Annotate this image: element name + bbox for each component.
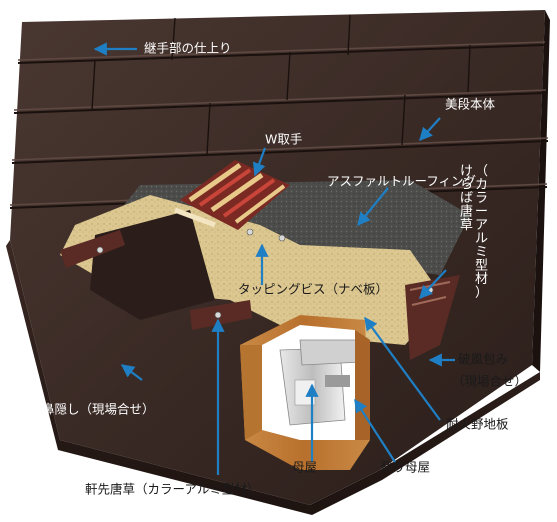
label-verge-wrap-2: （現場合せ） bbox=[452, 374, 527, 389]
label-joint-finish: 継手部の仕上り bbox=[144, 41, 232, 56]
label-nose-cover: 鼻隠し（現場合せ） bbox=[42, 402, 155, 417]
arrow-fire-board bbox=[364, 316, 441, 421]
label-underlay: アスファルトルーフィング bbox=[327, 174, 476, 189]
joint-seams bbox=[91, 14, 471, 156]
verge-edge bbox=[532, 10, 550, 372]
label-climbing-purlin: 登り母屋 bbox=[380, 460, 430, 475]
eave-trim-left bbox=[60, 230, 125, 268]
arrow-nose-cover bbox=[120, 364, 143, 381]
arrow-climbing-purlin bbox=[354, 398, 396, 463]
label-body: 美段本体 bbox=[445, 97, 496, 112]
arrow-gable-trim bbox=[419, 269, 447, 299]
label-gable-trim: けらば唐草（カラーアルミ型材） bbox=[460, 164, 488, 301]
w-grip bbox=[174, 160, 290, 230]
gable-trim bbox=[405, 275, 460, 360]
label-purlin: 母屋 bbox=[292, 460, 317, 475]
label-w-grip: W取手 bbox=[265, 132, 302, 147]
label-eave-trim: 軒先唐草（カラーアルミ型材） bbox=[85, 482, 259, 497]
purlin-assembly bbox=[240, 315, 370, 470]
callout-arrows bbox=[93, 42, 455, 475]
label-verge-wrap-1: 破風包み bbox=[458, 352, 508, 367]
arrow-body bbox=[419, 117, 441, 141]
label-fire-board: 耐火野地板 bbox=[446, 417, 509, 432]
label-screw: タッピングビス（ナベ板） bbox=[238, 282, 388, 297]
arrow-w-grip bbox=[252, 147, 267, 177]
arrow-underlay bbox=[357, 187, 389, 227]
